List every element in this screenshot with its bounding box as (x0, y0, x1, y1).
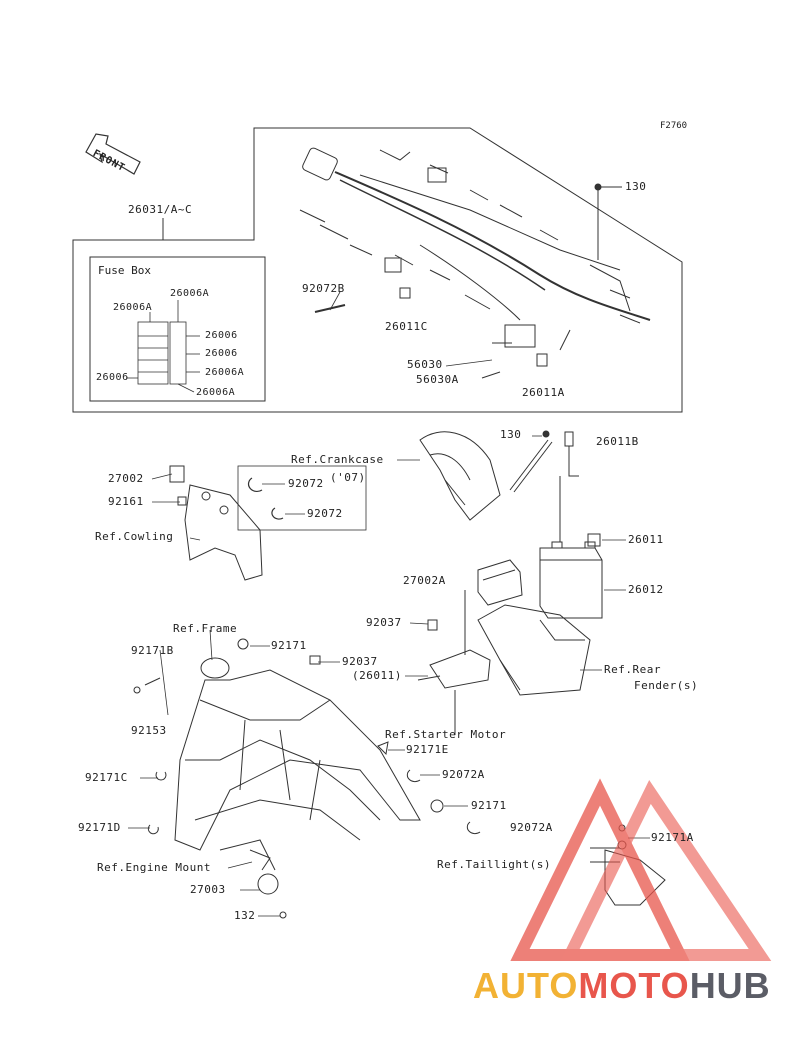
ecu-27002a (477, 559, 523, 606)
label-27002a: 27002A (403, 574, 446, 587)
cowling-bracket (169, 465, 263, 581)
label-ref-engine-mount: Ref.Engine Mount (97, 861, 211, 874)
frame-clips (133, 677, 481, 835)
label-92072a: 92072A (442, 768, 485, 781)
clamps-92072 (247, 477, 284, 520)
harness-bracket (72, 127, 683, 413)
label-ref-crankcase: Ref.Crankcase (291, 453, 384, 466)
label-56030: 56030 (407, 358, 443, 371)
label-92072: 92072 (288, 477, 324, 490)
wiring-harness (299, 147, 651, 351)
label-92037: 92037 (366, 616, 402, 629)
frame (174, 638, 421, 871)
watermark-hub: HUB (689, 965, 771, 1006)
label-92153: 92153 (131, 724, 167, 737)
label-27002: 27002 (108, 472, 144, 485)
leader-lines (128, 291, 650, 917)
label-56030a: 56030A (416, 373, 459, 386)
battery-26012 (539, 533, 603, 619)
figure-code: F2760 (660, 121, 688, 131)
fusebox-title: Fuse Box (98, 264, 151, 277)
watermark-text: AUTOMOTOHUB (473, 965, 771, 1007)
fuse-label: 26006 (205, 330, 238, 341)
label-ref-cowling: Ref.Cowling (95, 530, 174, 543)
label-ref-starter-motor: Ref.Starter Motor (385, 728, 507, 741)
label-92171e: 92171E (406, 743, 449, 756)
label-ref-taillight: Ref.Taillight(s) (437, 858, 551, 871)
label-132: 132 (234, 909, 256, 922)
label-fender: Fender(s) (634, 679, 699, 692)
label-26012: 26012 (628, 583, 664, 596)
label-130: 130 (625, 180, 647, 193)
label-92171: 92171 (271, 639, 307, 652)
label-26011b: 26011B (596, 435, 639, 448)
label-26031: 26031/A~C (128, 203, 193, 216)
label-92161: 92161 (108, 495, 144, 508)
label-ref-frame: Ref.Frame (173, 622, 238, 635)
label-27003: 27003 (190, 883, 226, 896)
label-year: ('07) (330, 471, 366, 484)
relay-lead (417, 590, 491, 735)
rear-fender (477, 604, 591, 696)
watermark-logo (510, 778, 772, 961)
watermark-moto: MOTO (578, 965, 690, 1006)
clamp-bracket (237, 465, 367, 531)
label-92171: 92171 (471, 799, 507, 812)
fuse-label: 26006 (205, 348, 238, 359)
label-26011a: 26011A (522, 386, 565, 399)
fusebox-frame (89, 256, 266, 402)
label-26011: 26011 (628, 533, 664, 546)
label-92171b: 92171B (131, 644, 174, 657)
label-92037: 92037 (342, 655, 378, 668)
label-92072b: 92072B (302, 282, 345, 295)
part-56030 (481, 342, 512, 379)
fuse-label: 26006A (170, 288, 210, 299)
label-ref-rear: Ref.Rear (604, 663, 661, 676)
fuse-array (126, 300, 200, 393)
label-92072a: 92072A (510, 821, 553, 834)
fuse-label: 26006 (96, 372, 129, 383)
label-26011-paren: (26011) (352, 669, 402, 682)
label-92072: 92072 (307, 507, 343, 520)
label-92171d: 92171D (78, 821, 121, 834)
part-26011a (536, 353, 548, 367)
part-130-top (594, 183, 622, 260)
label-130: 130 (500, 428, 522, 441)
label-92171c: 92171C (85, 771, 128, 784)
rod-130 (509, 430, 579, 542)
fuse-label: 26006A (205, 367, 245, 378)
front-arrow (85, 133, 141, 175)
horn-27003 (249, 849, 287, 919)
label-92171a: 92171A (651, 831, 694, 844)
fuse-label: 26006A (113, 302, 153, 313)
label-26011c: 26011C (385, 320, 428, 333)
crankcase (419, 431, 501, 521)
fuse-label: 26006A (196, 387, 236, 398)
watermark-auto: AUTO (473, 965, 579, 1006)
